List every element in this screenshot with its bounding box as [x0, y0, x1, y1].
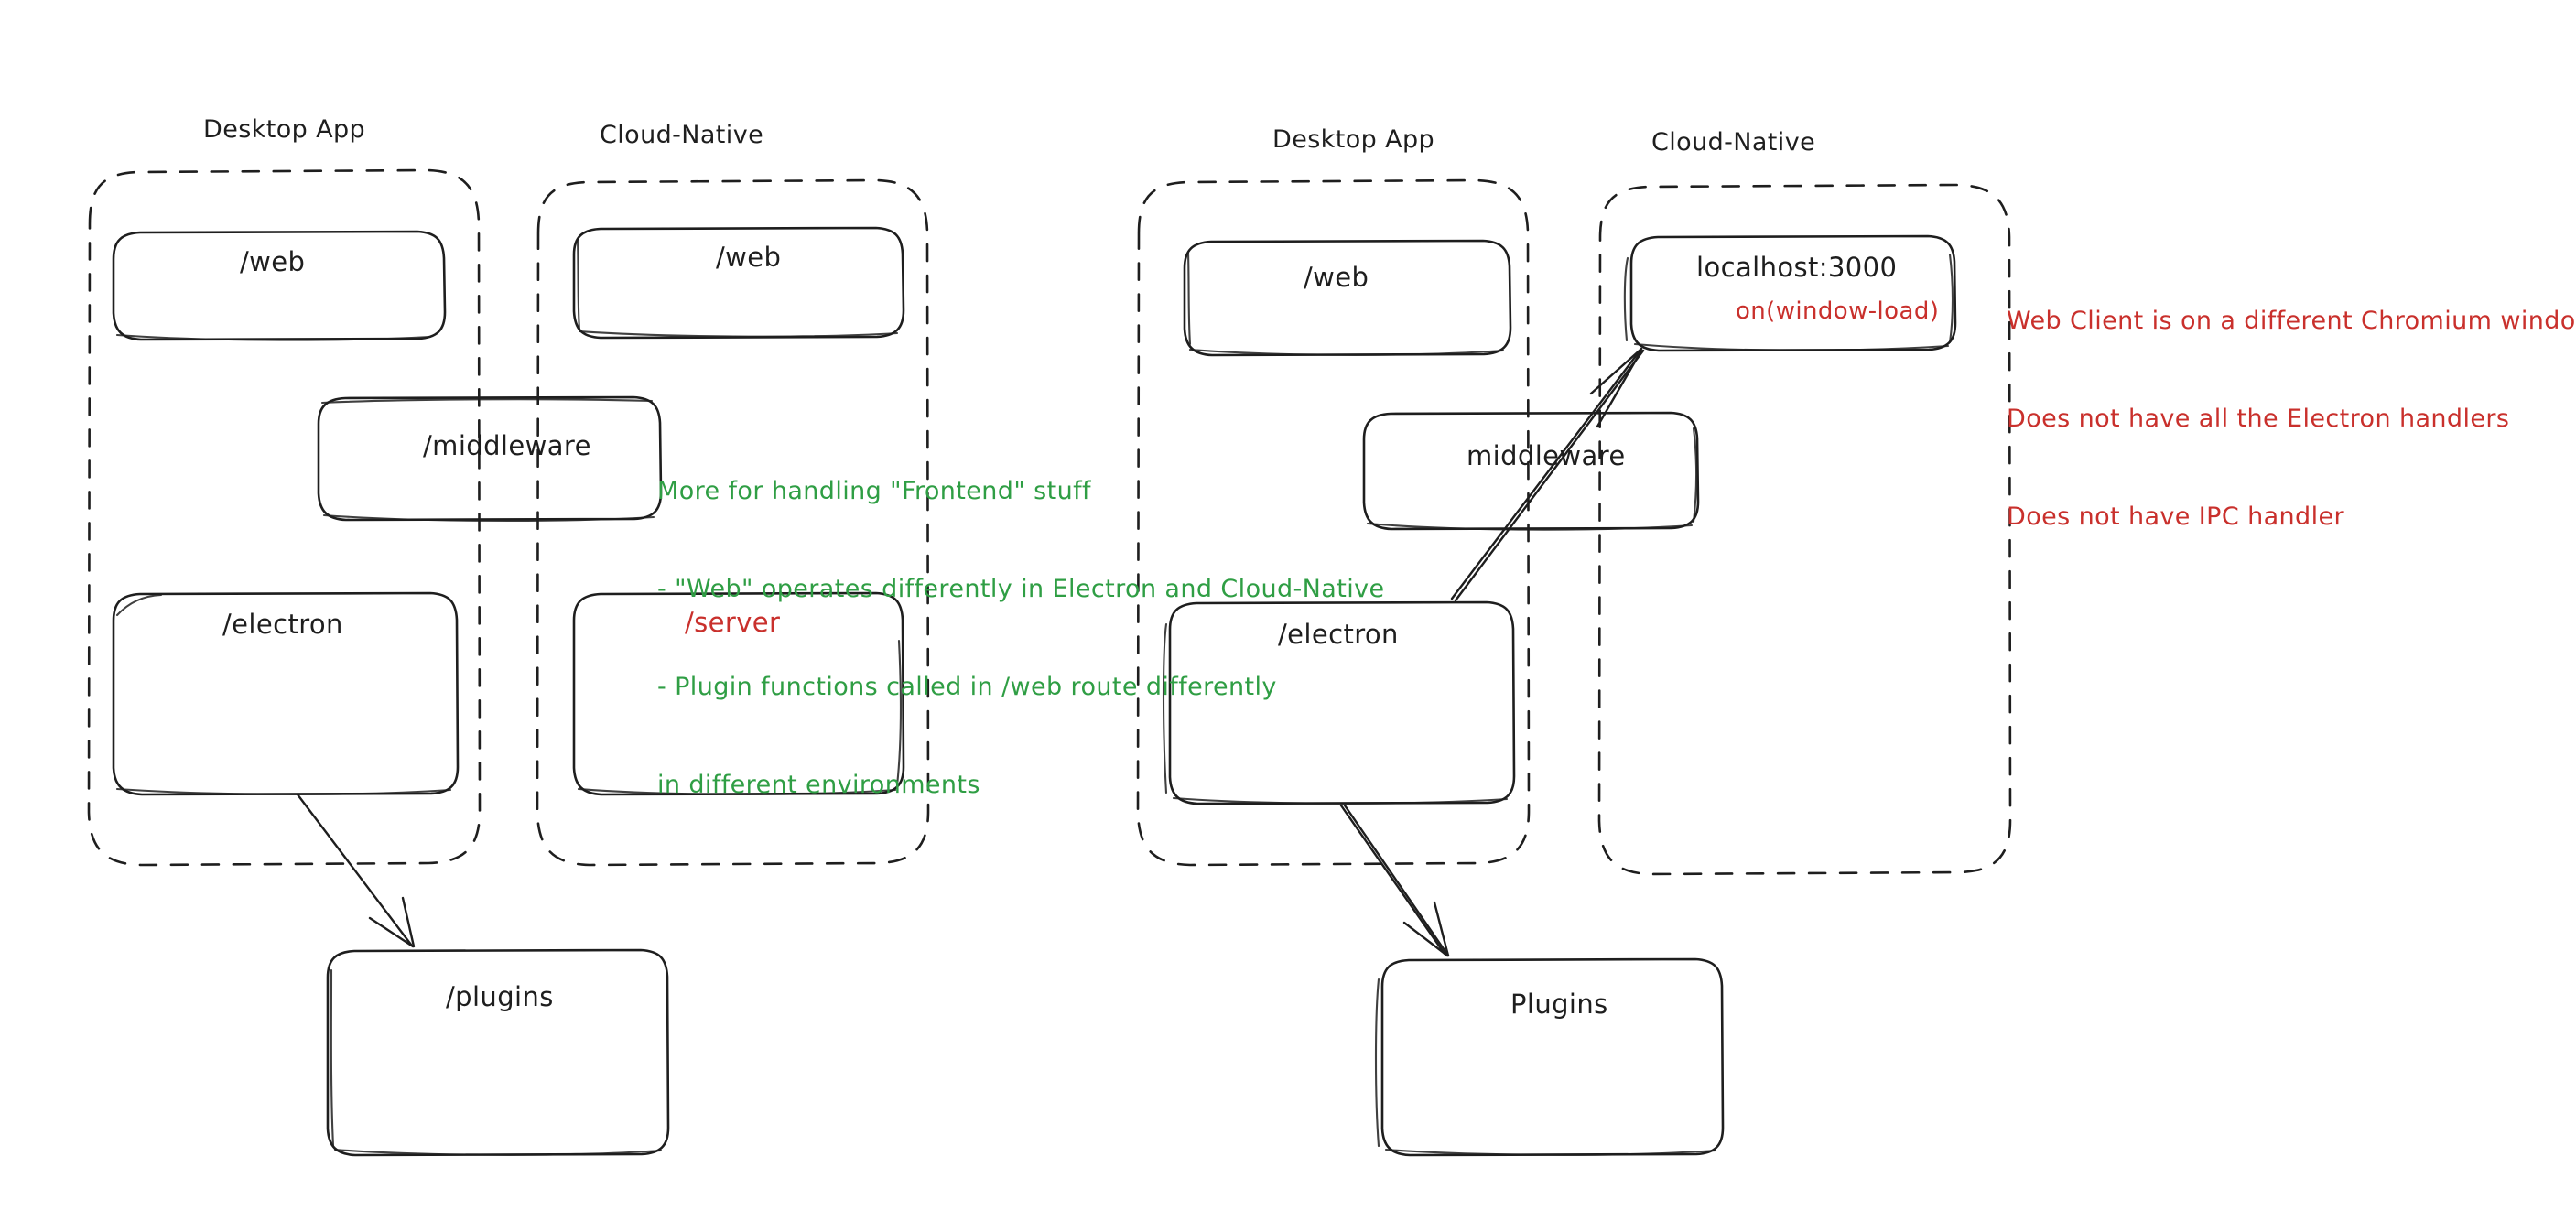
right-box-sublabel-on-window-load: on(window-load): [1736, 297, 1940, 325]
right-box-label-plugins: Plugins: [1510, 989, 1608, 1020]
left-box-label-plugins: /plugins: [446, 981, 554, 1012]
right-group-title-desktop-app: Desktop App: [1272, 125, 1435, 154]
right-box-plugins: [1374, 957, 1725, 1157]
green-note: More for handling "Frontend" stuff - "We…: [657, 410, 1385, 834]
right-box-electron: [1162, 600, 1516, 805]
left-box-electron: [112, 591, 460, 796]
green-note-line-3: - Plugin functions called in /web route …: [657, 673, 1277, 701]
left-group-desktop-app-container: [87, 168, 482, 867]
right-box-web-desktop: [1183, 239, 1512, 357]
left-box-server: [572, 591, 905, 796]
right-box-label-electron: /electron: [1278, 619, 1399, 650]
right-group-title-cloud-native: Cloud-Native: [1651, 128, 1816, 157]
red-note-line-2: Does not have all the Electron handlers: [2007, 405, 2510, 434]
right-box-label-web-desktop: /web: [1304, 262, 1369, 293]
left-box-web-desktop: [112, 230, 447, 341]
left-box-web-cloud: [572, 226, 905, 340]
left-box-label-server: /server: [685, 607, 781, 638]
right-group-desktop-app-container: [1136, 178, 1531, 867]
right-arrow-electron-to-plugins: [1339, 804, 1450, 957]
right-group-cloud-native-container: [1597, 183, 2012, 876]
red-note-line-1: Web Client is on a different Chromium wi…: [2007, 307, 2576, 336]
left-group-cloud-native-container: [536, 178, 930, 867]
left-box-middleware: [317, 395, 663, 522]
red-note: Web Client is on a different Chromium wi…: [2007, 240, 2576, 566]
right-box-label-middleware: middleware: [1467, 440, 1626, 471]
right-box-label-localhost: localhost:3000: [1696, 252, 1898, 283]
left-arrow-electron-to-plugins: [296, 793, 416, 948]
left-group-title-desktop-app: Desktop App: [203, 115, 366, 144]
left-box-label-web-cloud: /web: [716, 242, 782, 273]
green-note-line-1: More for handling "Frontend" stuff: [657, 477, 1091, 506]
green-note-line-2: - "Web" operates differently in Electron…: [657, 575, 1385, 604]
left-box-label-middleware: /middleware: [423, 430, 591, 461]
left-box-plugins: [326, 948, 670, 1157]
right-box-middleware: [1362, 411, 1700, 531]
left-group-title-cloud-native: Cloud-Native: [600, 121, 764, 149]
left-box-label-electron: /electron: [222, 609, 343, 640]
left-box-label-web-desktop: /web: [240, 246, 306, 277]
right-arrow-electron-to-localhost: [1450, 347, 1645, 602]
right-box-localhost-3000: [1623, 234, 1957, 352]
red-note-line-3: Does not have IPC handler: [2007, 503, 2345, 531]
green-note-line-4: in different environments: [657, 770, 980, 799]
